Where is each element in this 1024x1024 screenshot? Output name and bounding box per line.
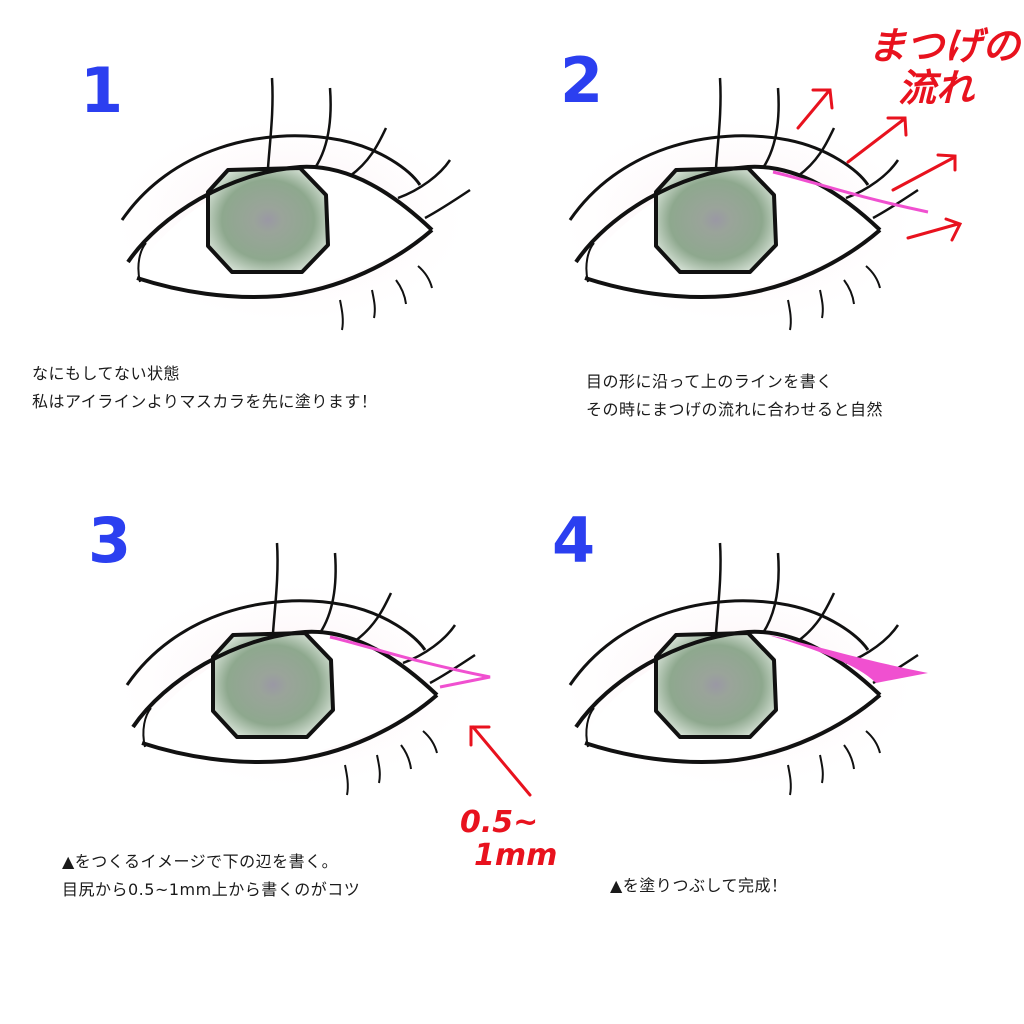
step-caption: ▲をつくるイメージで下の辺を書く。 目尻から0.5~1mm上から書くのがコツ bbox=[62, 848, 360, 904]
eye-illustration bbox=[103, 541, 532, 797]
step-caption: 目の形に沿って上のラインを書く その時にまつげの流れに合わせると自然 bbox=[586, 368, 883, 424]
annotation-line: 1mm bbox=[474, 838, 558, 873]
step-caption: ▲を塗りつぶして完成！ bbox=[610, 872, 788, 900]
step-panel-3: 3 0.5~ 1mm ▲をつくるイメージで下の辺を書く。 目尻から0.5~1mm… bbox=[0, 470, 557, 960]
caption-line: その時にまつげの流れに合わせると自然 bbox=[586, 400, 884, 419]
caption-line: ▲をつくるイメージで下の辺を書く。 bbox=[62, 852, 339, 871]
step-panel-2: 2 まつげの 流れ 目の形に沿って上のラインを書く その時にまつげの流れに合わせ… bbox=[448, 0, 1020, 490]
caption-line: 私はアイラインよりマスカラを先に塗ります！ bbox=[32, 392, 378, 411]
lash-flow-arrows-icon bbox=[796, 88, 963, 242]
eyeliner-triangle-outline bbox=[329, 635, 491, 689]
eye-illustration bbox=[546, 76, 963, 332]
eye-illustration bbox=[546, 541, 930, 797]
eye-illustration bbox=[98, 76, 482, 332]
step-panel-4: 4 ▲を塗りつぶして完成！ bbox=[448, 470, 960, 960]
step-panel-1: 1 なにもしてない状態 私はアイラインよりマスカラを先に塗ります！ bbox=[0, 0, 512, 490]
annotation-line: まつげの bbox=[868, 24, 1021, 68]
caption-line: 目尻から0.5~1mm上から書くのがコツ bbox=[62, 880, 361, 899]
caption-line: ▲を塗りつぶして完成！ bbox=[610, 876, 788, 895]
step-number: 2 bbox=[560, 44, 604, 117]
step-number: 4 bbox=[552, 504, 596, 577]
caption-line: なにもしてない状態 bbox=[32, 364, 181, 383]
step-number: 3 bbox=[88, 504, 132, 577]
pointer-arrow-icon bbox=[469, 725, 532, 797]
annotation-lash-flow: まつげの 流れ bbox=[868, 24, 1021, 110]
annotation-line: 流れ bbox=[898, 65, 975, 110]
step-caption: なにもしてない状態 私はアイラインよりマスカラを先に塗ります！ bbox=[32, 360, 377, 416]
eyeliner-triangle-filled bbox=[768, 635, 928, 683]
caption-line: 目の形に沿って上のラインを書く bbox=[586, 372, 833, 391]
step-number: 1 bbox=[80, 54, 124, 127]
annotation-line: 0.5~ bbox=[460, 805, 539, 840]
annotation-measurement: 0.5~ 1mm bbox=[460, 806, 557, 872]
eyeliner-upper-line bbox=[772, 170, 929, 214]
